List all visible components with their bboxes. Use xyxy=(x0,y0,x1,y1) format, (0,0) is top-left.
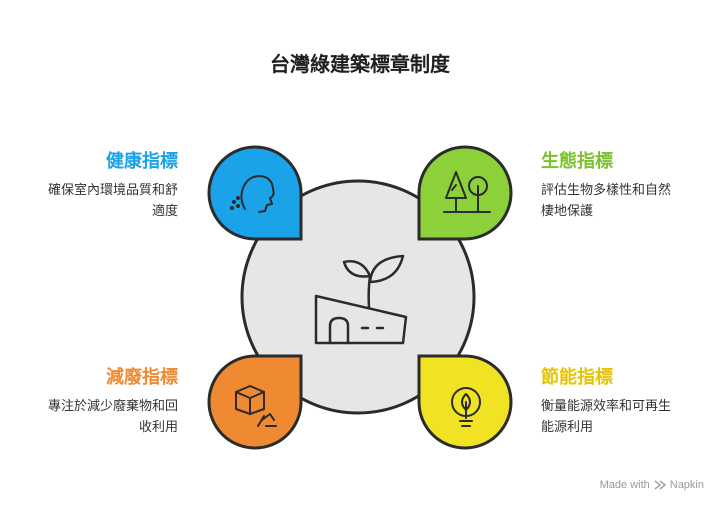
energy-description: 衡量能源效率和可再生 能源利用 xyxy=(541,396,711,438)
page-title: 台灣綠建築標章制度 xyxy=(270,52,450,76)
health-description: 確保室內環境品質和舒 適度 xyxy=(8,180,178,222)
energy-desc-line1: 衡量能源效率和可再生 xyxy=(541,399,672,414)
napkin-brand: Napkin xyxy=(669,479,704,491)
ecology-description: 評估生物多樣性和自然 棲地保護 xyxy=(541,180,711,222)
waste-description: 專注於減少廢棄物和回 收利用 xyxy=(8,396,178,438)
lightbulb-icon xyxy=(451,387,481,427)
green-building-sprout-icon xyxy=(314,254,408,345)
energy-desc-line2: 能源利用 xyxy=(541,420,594,435)
person-breathing-icon xyxy=(230,175,275,213)
health-desc-line1: 確保室內環境品質和舒 xyxy=(47,183,178,198)
napkin-watermark[interactable]: Made with Napkin xyxy=(600,479,704,491)
trees-icon xyxy=(443,171,491,213)
waste-desc-line1: 專注於減少廢棄物和回 xyxy=(47,399,178,414)
energy-label: 節能指標 xyxy=(541,367,613,388)
health-label: 健康指標 xyxy=(106,151,178,172)
made-with-text: Made with xyxy=(599,479,650,491)
ecology-desc-line2: 棲地保護 xyxy=(541,204,594,219)
health-petal xyxy=(207,145,303,241)
ecology-desc-line1: 評估生物多樣性和自然 xyxy=(541,183,672,198)
waste-label: 減廢指標 xyxy=(106,367,178,388)
napkin-logo-icon xyxy=(654,480,666,490)
waste-desc-line2: 收利用 xyxy=(138,420,178,435)
health-desc-line2: 適度 xyxy=(151,204,178,219)
box-recycle-icon xyxy=(235,385,277,427)
waste-petal xyxy=(207,354,303,450)
ecology-label: 生態指標 xyxy=(541,151,613,172)
